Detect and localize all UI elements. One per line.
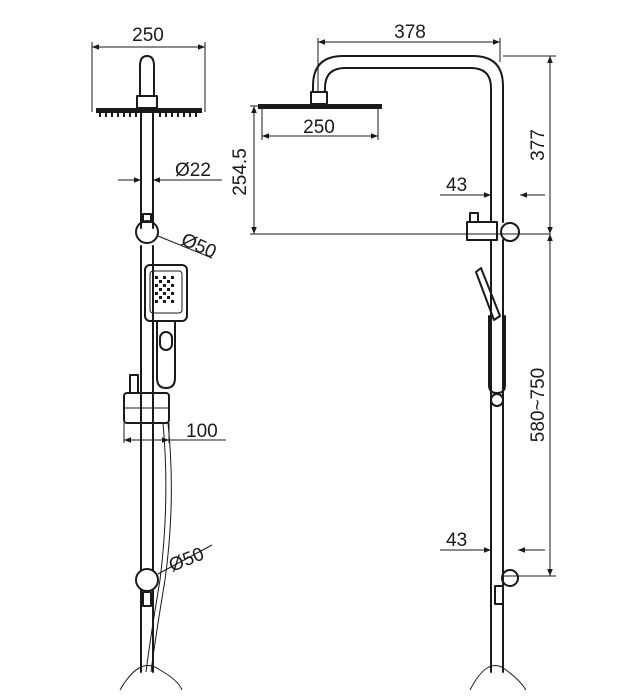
slide-holder: 100 (123, 374, 226, 443)
lower-joint-diameter-label: Ø50 (166, 544, 207, 577)
hand-shower (144, 264, 188, 389)
side-view: 378 250 254.5 (230, 22, 556, 691)
lower-bracket: 43 (440, 530, 556, 605)
spray-nozzles (99, 113, 197, 117)
head-drop-label: 254.5 (230, 148, 251, 196)
adjust-range-dimension: 580~750 (528, 234, 553, 576)
side-riser-pipe (490, 239, 504, 673)
overhead-arm (312, 55, 504, 223)
side-head-width-label: 250 (303, 117, 335, 138)
head-width-label: 250 (132, 25, 164, 46)
upper-offset-label: 43 (446, 175, 467, 196)
lower-joint: Ø50 (135, 544, 213, 607)
side-shower-head: 250 (258, 91, 382, 140)
arm-height-label: 377 (528, 129, 549, 161)
upper-joint: Ø50 (135, 213, 219, 263)
front-view: 250 (91, 25, 226, 691)
pipe-diameter-label: Ø22 (175, 160, 211, 181)
hose (145, 422, 172, 673)
arm-reach-label: 378 (394, 22, 426, 43)
head-drop-dimension: 254.5 (230, 105, 262, 234)
side-break-line (469, 665, 527, 691)
side-hand-shower (475, 267, 506, 407)
arm-height-dimension: 377 (503, 55, 556, 234)
break-line (119, 665, 183, 691)
adjust-range-label: 580~750 (528, 368, 549, 443)
lower-offset-label: 43 (446, 530, 467, 551)
head-width-dimension: 250 (91, 25, 206, 112)
arm-reach-dimension: 378 (317, 22, 501, 92)
rain-shower-head (96, 55, 202, 117)
upper-joint-diameter-label: Ø50 (178, 229, 219, 263)
upper-bracket: 43 (250, 175, 550, 242)
pipe-diameter-dimension: Ø22 (118, 160, 222, 183)
holder-depth-label: 100 (186, 421, 218, 442)
hand-shower-nozzle-grid (155, 276, 174, 303)
